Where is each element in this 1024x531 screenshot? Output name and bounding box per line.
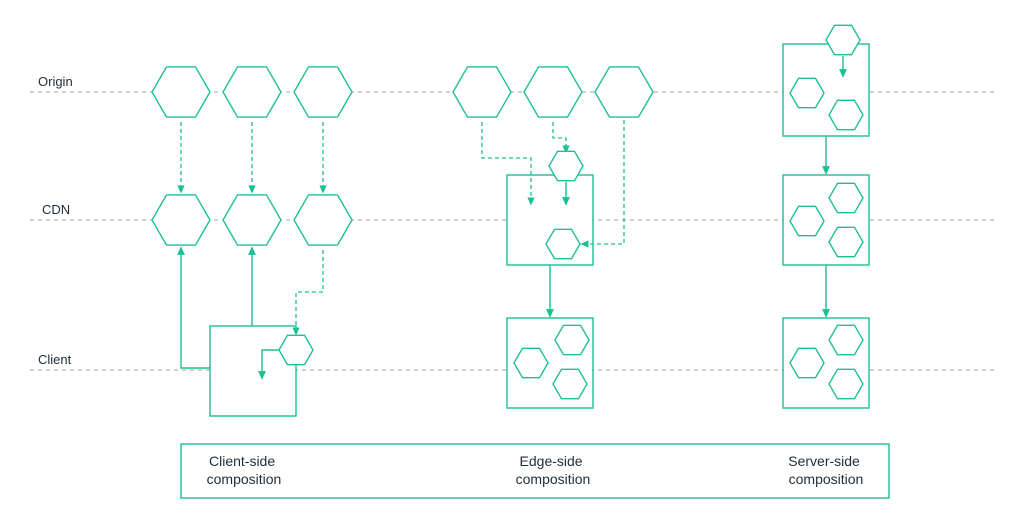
server-fragment-hex <box>789 205 825 237</box>
tier-label-origin: Origin <box>38 74 73 89</box>
server-fragment-hex <box>828 324 864 356</box>
tier-label-client: Client <box>38 352 72 367</box>
cdn-hex <box>293 194 353 246</box>
client-fragment-hex <box>278 334 314 366</box>
legend-client-side: Client-side composition <box>207 453 282 487</box>
tier-label-cdn: CDN <box>42 202 70 217</box>
client-box <box>209 325 297 417</box>
origin-hex <box>523 66 583 118</box>
server-fragment-hex <box>828 99 864 131</box>
edge-fragment-hex <box>545 228 581 260</box>
server-fragment-hex <box>828 182 864 214</box>
cdn-hex <box>222 194 282 246</box>
legend-server-side: Server-side composition <box>788 453 863 487</box>
server-fragment-hex <box>789 77 825 109</box>
hexagon-layer <box>151 24 864 400</box>
legend-edge-side: Edge-side composition <box>516 453 591 487</box>
client-side-group <box>177 122 327 417</box>
composed-fragment-hex <box>513 347 549 379</box>
origin-hex <box>594 66 654 118</box>
origin-hex <box>151 66 211 118</box>
cdn-hex <box>151 194 211 246</box>
server-fragment-hex <box>825 24 861 56</box>
edge-fragment-hex <box>548 150 584 182</box>
server-fragment-hex <box>828 226 864 258</box>
origin-hex <box>293 66 353 118</box>
composed-fragment-hex <box>554 324 590 356</box>
server-fragment-hex <box>828 368 864 400</box>
composed-fragment-hex <box>552 368 588 400</box>
origin-hex <box>452 66 512 118</box>
legend-box <box>180 443 890 499</box>
server-fragment-hex <box>789 347 825 379</box>
origin-hex <box>222 66 282 118</box>
